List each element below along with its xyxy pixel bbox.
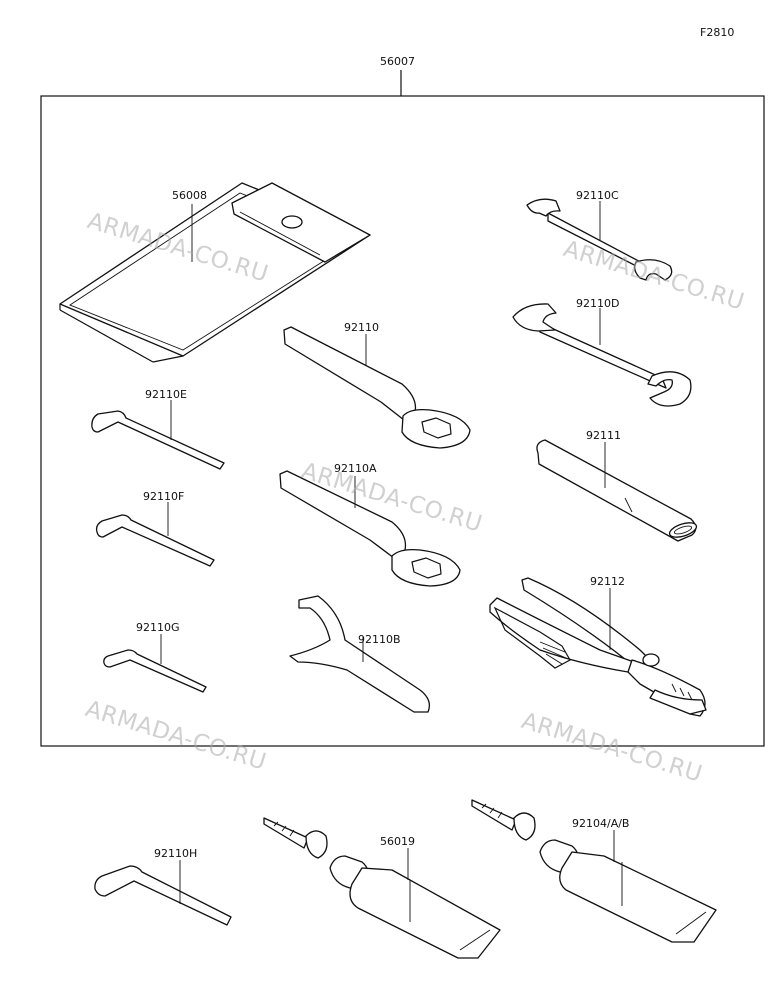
box-wrench-a <box>279 470 461 587</box>
part-number-box-wrench-a: 92110A <box>334 462 377 475</box>
tool-bag <box>59 182 371 363</box>
figure-code: F2810 <box>700 26 735 39</box>
kit-frame <box>40 95 765 747</box>
extension-bar <box>536 439 698 542</box>
part-number-pliers: 92112 <box>590 575 625 588</box>
hex-key-f <box>95 502 215 567</box>
part-number-grease-1: 56019 <box>380 835 415 848</box>
part-number-tool-bag: 56008 <box>172 189 207 202</box>
part-number-hex-key-h: 92110H <box>154 847 198 860</box>
part-number-extension-bar: 92111 <box>586 429 621 442</box>
pliers <box>489 577 707 717</box>
part-number-hook-wrench: 92110B <box>358 633 401 646</box>
part-number-kit: 56007 <box>380 55 415 68</box>
box-wrench <box>283 326 471 449</box>
hex-key-h <box>94 860 232 926</box>
part-number-hex-key-g: 92110G <box>136 621 180 634</box>
part-number-grease-2: 92104/A/B <box>572 817 630 830</box>
part-number-wrench-c: 92110C <box>576 189 619 202</box>
grease-tube-2 <box>471 799 717 943</box>
part-number-hex-key-e: 92110E <box>145 388 187 401</box>
open-end-wrench-d <box>512 303 692 407</box>
part-number-box-wrench: 92110 <box>344 321 379 334</box>
grease-tube-1 <box>263 817 501 959</box>
hex-key-e <box>91 400 225 470</box>
part-number-hex-key-f: 92110F <box>143 490 185 503</box>
hook-wrench <box>289 595 431 713</box>
part-number-wrench-d: 92110D <box>576 297 620 310</box>
hex-key-g <box>103 634 207 693</box>
open-end-wrench-c <box>526 198 673 281</box>
